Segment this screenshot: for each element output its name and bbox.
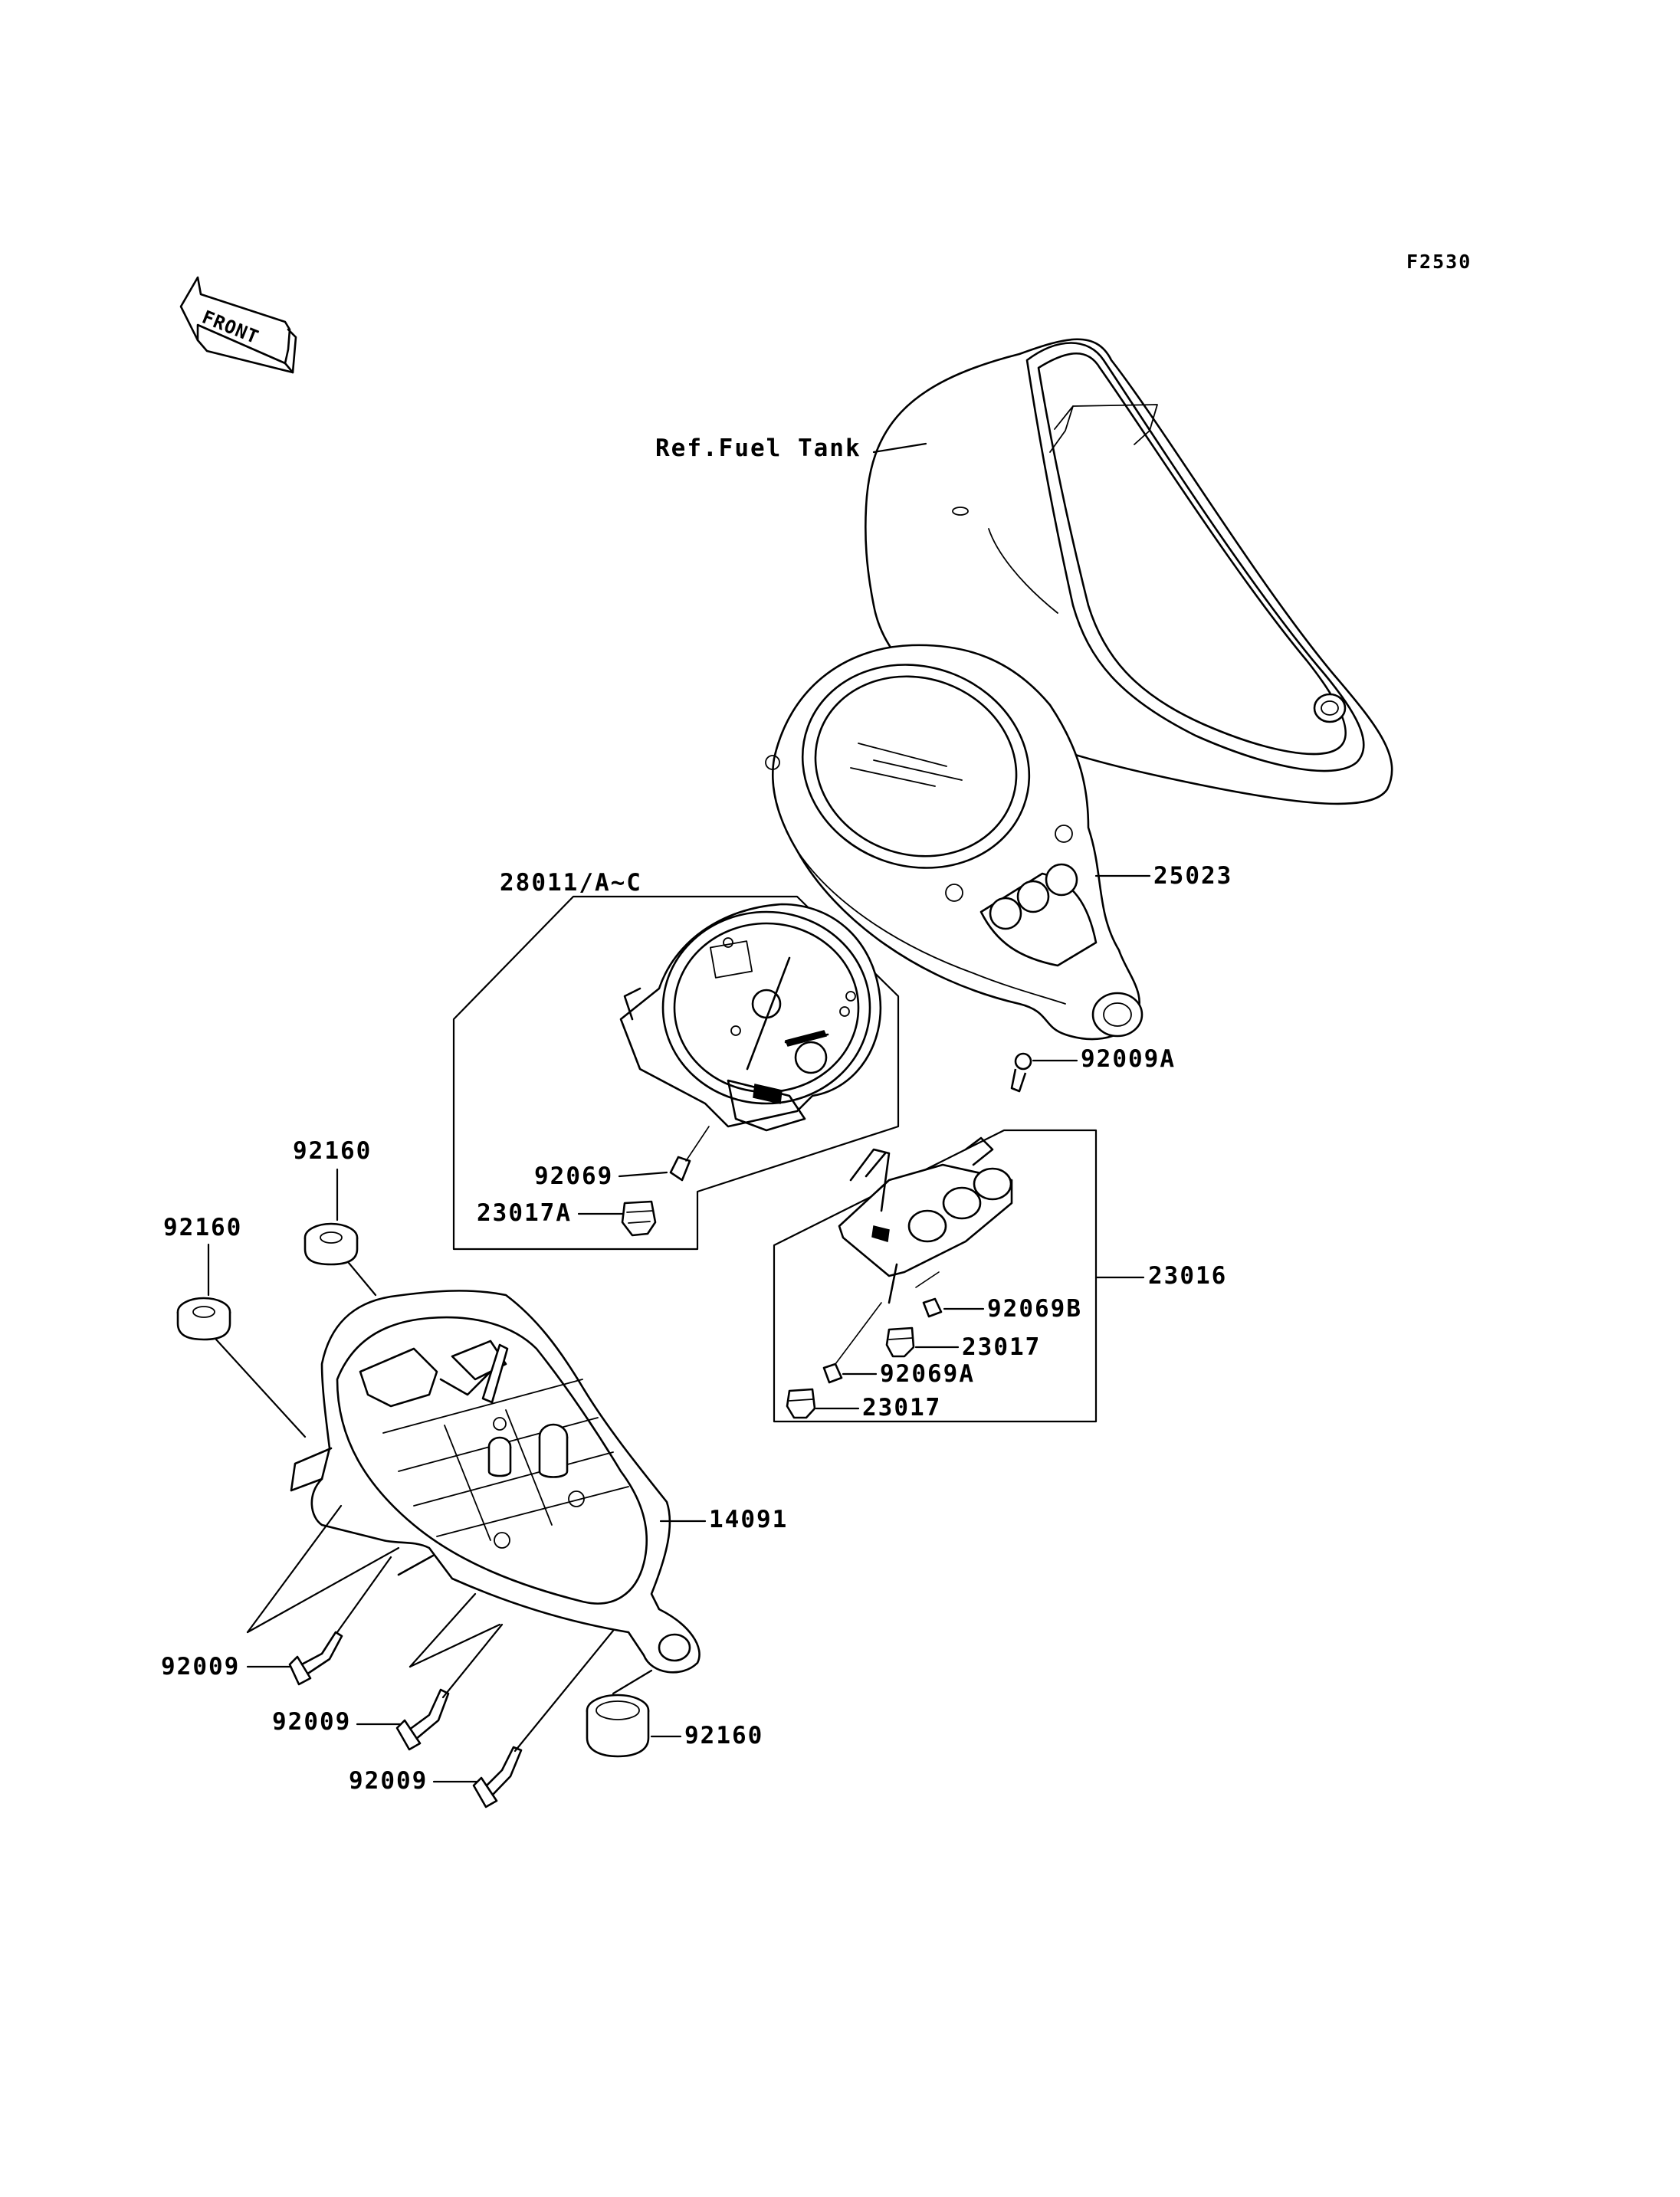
bulb-92069A <box>822 1362 843 1384</box>
screw-92009-a <box>288 1631 343 1686</box>
grommet-92160-upper <box>304 1222 359 1266</box>
label-23017A: 23017A <box>477 1199 572 1227</box>
label-92160-b: 92160 <box>163 1214 242 1241</box>
label-92009-a: 92009 <box>161 1653 240 1681</box>
indicator-housing-23016 <box>838 1136 1013 1304</box>
screw-92009A <box>1010 1052 1032 1093</box>
label-23017-a: 23017 <box>962 1333 1041 1361</box>
label-92160-c: 92160 <box>684 1722 763 1749</box>
front-arrow-icon: FRONT <box>179 276 297 374</box>
grommet-92160-left <box>176 1297 231 1341</box>
bulb-92069B <box>922 1297 943 1318</box>
screw-92009-b <box>395 1688 450 1751</box>
label-92009-c: 92009 <box>349 1767 428 1795</box>
label-25023: 25023 <box>1153 862 1232 890</box>
label-14091: 14091 <box>709 1506 788 1533</box>
socket-23017-b <box>786 1388 816 1419</box>
label-92069: 92069 <box>534 1162 613 1190</box>
label-92069B: 92069B <box>987 1295 1082 1323</box>
socket-23017-a <box>885 1326 915 1358</box>
meter-case-25023 <box>765 644 1144 1041</box>
label-92009-b: 92009 <box>272 1708 351 1736</box>
screw-92009-c <box>472 1746 523 1808</box>
label-92069A: 92069A <box>880 1360 975 1388</box>
label-ref-fuel-tank: Ref.Fuel Tank <box>655 434 861 462</box>
label-23016: 23016 <box>1148 1262 1227 1290</box>
label-92160-a: 92160 <box>293 1137 372 1165</box>
socket-23017A <box>621 1200 657 1237</box>
label-23017-b: 23017 <box>862 1394 941 1421</box>
grommet-92160-lower <box>586 1694 650 1758</box>
figure-code: F2530 <box>1406 251 1472 273</box>
bulb-92069 <box>669 1156 691 1182</box>
label-92009A: 92009A <box>1081 1045 1176 1073</box>
label-28011: 28011/A~C <box>500 869 642 897</box>
bracket-23016 <box>773 1129 1098 1423</box>
meter-housing-14091 <box>290 1290 701 1674</box>
meter-assembly-28011 <box>619 903 882 1132</box>
